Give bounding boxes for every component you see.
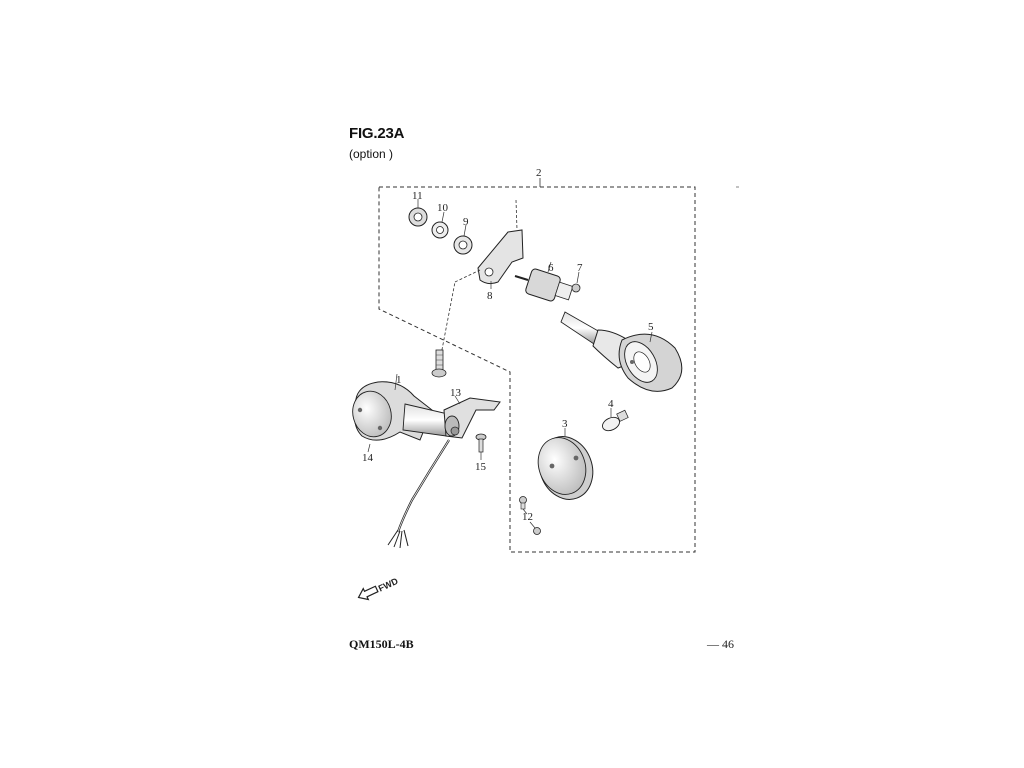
washer-part-10 xyxy=(431,211,449,239)
bulb-socket-part-6 xyxy=(514,261,574,302)
washer-part-9 xyxy=(453,224,473,255)
model-number: QM150L-4B xyxy=(349,637,414,651)
wire-harness xyxy=(387,439,450,549)
bulb-part-4 xyxy=(602,408,629,432)
figure-title: FIG.23A xyxy=(349,125,405,142)
callout-7: 7 xyxy=(577,262,583,274)
assembly-boundary xyxy=(378,186,696,553)
callout-4: 4 xyxy=(608,398,614,410)
nut-part-11 xyxy=(408,199,428,227)
bracket-part-8 xyxy=(477,199,524,289)
screw-part-7 xyxy=(571,271,581,293)
assembly-link-bolt xyxy=(439,281,456,361)
bracket-part-13 xyxy=(443,395,501,439)
screw-part-12 xyxy=(519,496,541,535)
forward-direction-arrow: FWD xyxy=(357,576,400,601)
callout-1: 1 xyxy=(396,374,402,386)
callout-3: 3 xyxy=(562,418,568,430)
callout-13: 13 xyxy=(450,387,462,399)
turn-signal-part-1 xyxy=(352,373,449,453)
callout-11: 11 xyxy=(412,190,423,202)
turn-signal-housing-part-5 xyxy=(560,311,683,392)
fwd-label: FWD xyxy=(377,576,400,594)
callout-15: 15 xyxy=(475,461,487,473)
callout-10: 10 xyxy=(437,202,449,214)
callout-14: 14 xyxy=(362,452,374,464)
callout-5: 5 xyxy=(648,321,654,333)
callout-8: 8 xyxy=(487,290,493,302)
lens-part-3 xyxy=(537,428,594,500)
page-number: — 46 xyxy=(707,637,734,651)
assembly-link-bracket xyxy=(454,269,481,283)
callout-6: 6 xyxy=(548,262,554,274)
mounting-bolt xyxy=(431,349,447,378)
callout-2: 2 xyxy=(536,167,542,179)
callout-12: 12 xyxy=(522,511,533,523)
figure-subtitle: (option ) xyxy=(349,147,394,161)
callout-9: 9 xyxy=(463,216,469,228)
screw-part-15 xyxy=(475,433,487,460)
